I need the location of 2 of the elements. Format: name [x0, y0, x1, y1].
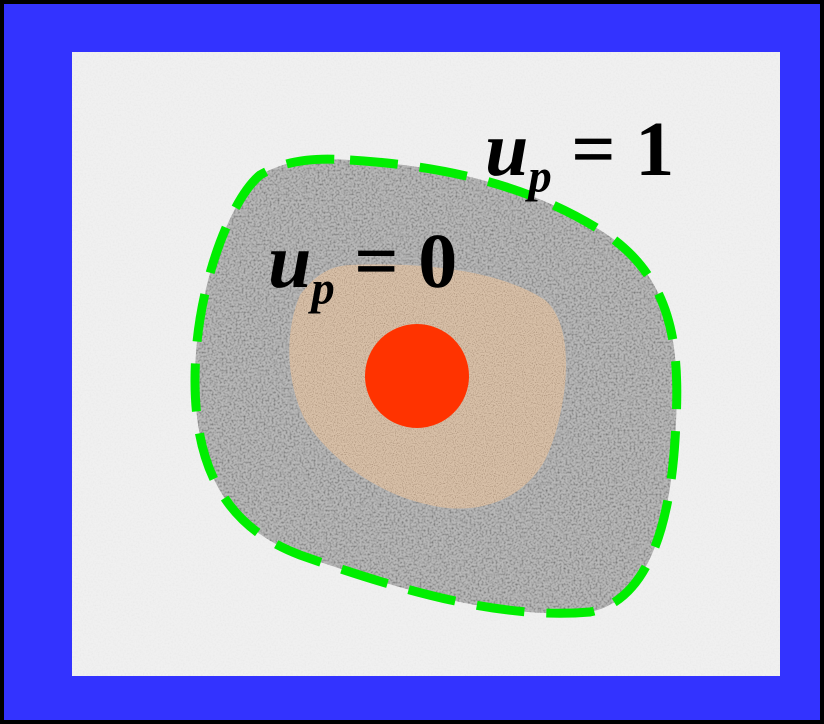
- boundary-condition-label: u$_{p}$ = 1: [485, 110, 674, 200]
- boundary-condition-label: u$_{p}$ = 0: [268, 222, 458, 312]
